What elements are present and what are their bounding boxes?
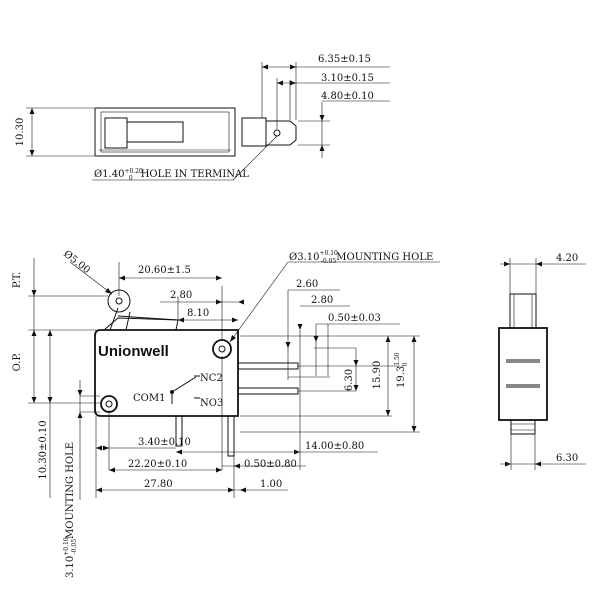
hole-leader (232, 135, 278, 181)
dim-6-35: 6.35±0.15 (318, 54, 371, 65)
dim-2-80a: 2.80 (170, 290, 192, 301)
top-view: 10.30 6.35±0.15 3.10±0.15 4.80±0.10 Ø1.4… (15, 54, 390, 182)
terminal-bottom-right (227, 415, 235, 457)
front-body-outline (94, 329, 239, 417)
terminal-hole (273, 129, 281, 137)
dim-19-3: 19.31.500 (394, 352, 409, 388)
op-label: O.P. (12, 353, 23, 372)
top-body-inner (100, 111, 230, 153)
side-body (498, 327, 548, 421)
side-dim-6-30: 6.30 (556, 453, 578, 464)
side-view: 4.20 6.30 (498, 253, 586, 470)
roller-dia-label: Ø5.00 (61, 249, 92, 276)
dim-15-90: 15.90 (372, 361, 383, 390)
top-terminal-base (241, 117, 267, 147)
dim-27-80: 27.80 (144, 479, 173, 490)
mounting-hole-note: Ø3.10+0.10-0.05MOUNTING HOLE (289, 250, 433, 265)
left-mounting-hole-note: 3.10+0.10-0.05MOUNTING HOLE (63, 442, 78, 578)
top-terminal-blade (265, 120, 297, 146)
side-dim-4-20: 4.20 (556, 253, 578, 264)
dim-10-30: 10.30±0.10 (38, 420, 49, 479)
terminal-nc-label: NC2 (200, 373, 223, 384)
front-view: Unionwell NC2 NO3 COM1 (12, 249, 440, 578)
dim-0-50: 0.50±0.03 (328, 313, 381, 324)
top-body-outline (94, 107, 236, 157)
terminal-no-label: NO3 (200, 398, 223, 409)
mounting-hole-top (212, 339, 232, 359)
top-lever (126, 121, 184, 143)
brand-label: Unionwell (98, 343, 169, 360)
top-height-label: 10.30 (15, 118, 26, 147)
dim-1-00: 1.00 (260, 479, 282, 490)
side-terminal (510, 419, 536, 435)
dim-22-20: 22.20±0.10 (128, 459, 187, 470)
terminal-com-label: COM1 (133, 393, 165, 404)
top-roller (104, 117, 128, 149)
dim-8-10: 8.10 (187, 308, 209, 319)
dim-2-80b: 2.80 (311, 295, 333, 306)
dim-3-40: 3.40±0.10 (138, 437, 191, 448)
dim-2-60: 2.60 (296, 279, 318, 290)
mounting-hole-bottom (100, 395, 118, 413)
dim-14-00: 14.00±0.80 (305, 441, 364, 452)
dim-20-60: 20.60±1.5 (138, 265, 191, 276)
pt-label: P.T. (12, 272, 23, 288)
front-lever (103, 317, 179, 331)
dim-4-80: 4.80±0.10 (321, 91, 374, 102)
dim-3-10: 3.10±0.15 (321, 73, 374, 84)
terminal-nc (237, 362, 299, 370)
terminal-no (237, 387, 299, 395)
dim-6-30-front: 6.30 (344, 369, 355, 391)
dim-0-50b: 0.50±0.80 (244, 459, 297, 470)
